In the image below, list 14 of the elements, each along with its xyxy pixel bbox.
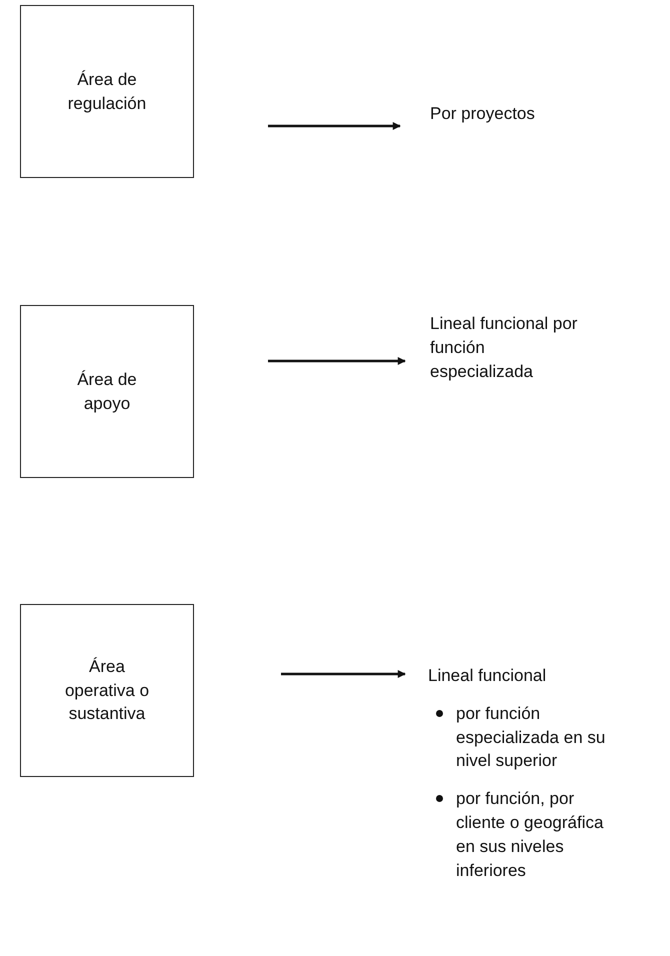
arrow: [281, 670, 406, 678]
area-box: [20, 5, 194, 178]
structure-label: Por proyectos: [430, 103, 536, 125]
bullet-text: por función especializada en su nivel superior: [456, 702, 606, 772]
bullet-text: por función, por cliente o geográfica en sus niveles inferiores: [456, 788, 604, 882]
area-label: Área de regulación: [66, 68, 148, 114]
structure-label: Lineal funcional: [428, 665, 548, 687]
area-label: Área de apoyo: [76, 368, 138, 414]
area-box: [20, 305, 194, 478]
structure-label: Lineal funcional por función especializada: [430, 313, 578, 383]
arrow: [268, 122, 401, 130]
arrow: [268, 357, 406, 365]
area-box: [20, 604, 194, 777]
area-label: Área operativa o sustantiva: [64, 656, 150, 726]
